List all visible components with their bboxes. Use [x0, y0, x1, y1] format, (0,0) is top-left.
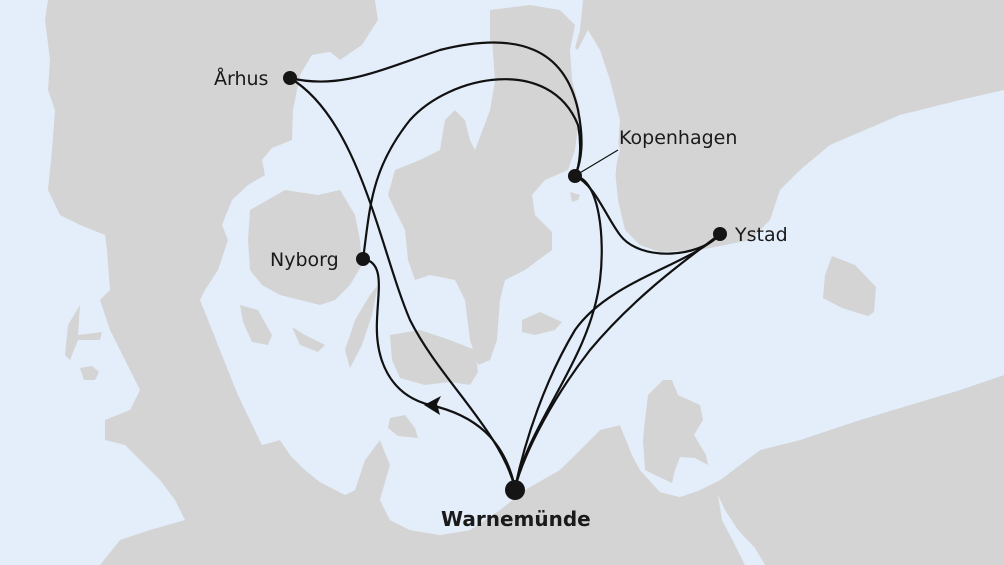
land-ruegen: [643, 380, 708, 483]
cruise-routes: [288, 41, 722, 490]
kopenhagen-leader-line: [577, 149, 619, 175]
land-aero: [240, 305, 272, 345]
port-dot-ystad[interactable]: [713, 227, 727, 241]
land-hven: [570, 192, 580, 202]
port-dot-warnemuende[interactable]: [505, 480, 525, 500]
arrow-toward-west: [424, 396, 441, 415]
route-ystad-warnemuende: [513, 232, 722, 490]
land-funen: [248, 190, 362, 305]
land-islet-2: [388, 415, 418, 438]
port-label-kopenhagen: Kopenhagen: [619, 127, 737, 149]
route-ystad-warnemuende-2: [513, 232, 722, 490]
land-zealand: [388, 5, 580, 365]
sea-sound: [575, 30, 620, 230]
route-warnemuende-aarhus: [288, 76, 517, 490]
port-dot-nyborg[interactable]: [356, 252, 370, 266]
port-dot-kopenhagen[interactable]: [568, 169, 582, 183]
route-kopenhagen-warnemuende: [513, 174, 603, 490]
land-moen: [522, 312, 562, 335]
land-islet-3: [80, 366, 99, 380]
land-als: [65, 305, 102, 360]
land-langeland: [345, 285, 378, 368]
port-label-ystad: Ystad: [734, 224, 788, 246]
land-sweden: [575, 0, 1004, 252]
land-islet-1: [292, 327, 325, 352]
port-label-warnemuende: Warnemünde: [441, 507, 591, 531]
port-label-nyborg: Nyborg: [270, 249, 339, 271]
land-bornholm: [823, 256, 876, 316]
sea-isefjord: [455, 40, 495, 150]
sea-north: [0, 0, 185, 565]
port-dot-aarhus[interactable]: [283, 71, 297, 85]
route-aarhus-kopenhagen: [288, 41, 583, 178]
sea-stettin-lagoon: [718, 495, 765, 565]
route-nyborg-kopenhagen: [361, 78, 582, 261]
port-label-aarhus: Århus: [214, 67, 268, 90]
route-kopenhagen-ystad: [573, 174, 722, 255]
